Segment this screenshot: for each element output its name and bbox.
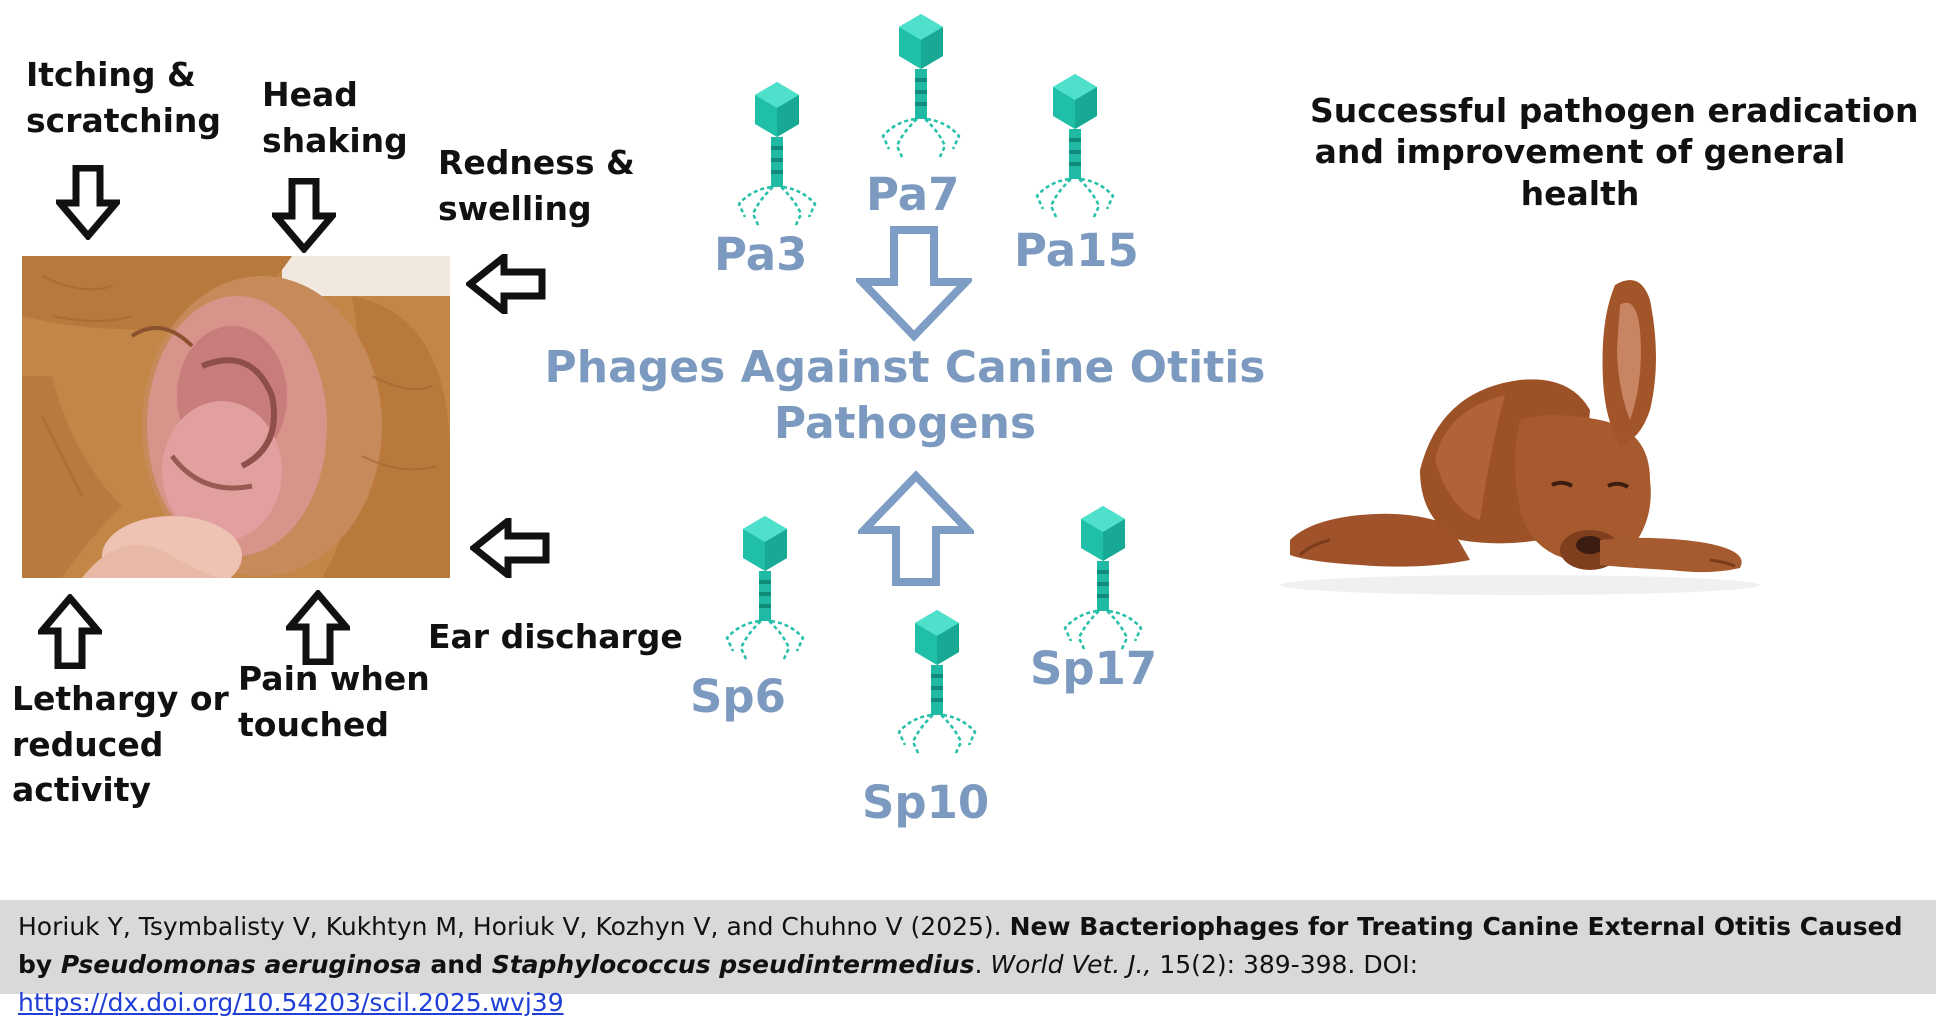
citation-bar: Horiuk Y, Tsymbalisty V, Kukhtyn M, Hori…: [0, 900, 1936, 1017]
symptom-head-shaking-label: Head shaking: [262, 75, 408, 160]
doi-link[interactable]: https://dx.doi.org/10.54203/scil.2025.wv…: [18, 988, 564, 1017]
citation-volume-pages: 15(2): 389-398. DOI:: [1159, 950, 1419, 979]
dog-illustration: [1280, 280, 1760, 595]
arrow-down-icon: [56, 165, 120, 240]
diagram: Itching & scratching Head shaking Rednes…: [12, 14, 1919, 829]
arrow-left-icon: [466, 254, 546, 314]
phage-label-sp17: Sp17: [1030, 642, 1158, 695]
center-title: Phages Against Canine Otitis Pathogens: [544, 342, 1266, 449]
citation-authors: Horiuk Y, Tsymbalisty V, Kukhtyn M, Hori…: [18, 912, 1002, 941]
citation-journal: World Vet. J.,: [990, 950, 1152, 979]
bacteriophage-icon: [897, 610, 977, 757]
symptom-ear-discharge-label: Ear discharge: [428, 617, 683, 656]
symptom-itching-label: Itching & scratching: [26, 55, 222, 140]
phage-label-sp10: Sp10: [862, 776, 990, 829]
arrow-left-icon: [470, 518, 550, 578]
citation-title: New Bacteriophages for Treating Canine E…: [18, 912, 1903, 979]
arrow-up-icon: [38, 594, 102, 669]
phage-label-pa15: Pa15: [1014, 224, 1139, 277]
bacteriophage-icon: [725, 516, 805, 663]
citation-species-2: Staphylococcus pseudintermedius: [491, 950, 975, 979]
phage-label-pa3: Pa3: [714, 228, 808, 281]
citation-species-1: Pseudomonas aeruginosa: [60, 950, 422, 979]
arrow-down-icon: [272, 178, 336, 253]
bacteriophage-icon: [737, 82, 817, 229]
result-text: Successful pathogen eradication and impr…: [1310, 91, 1919, 213]
hollow-arrow-up-icon: [858, 470, 974, 586]
dog-ear-photo: [22, 256, 450, 578]
symptom-lethargy-label: Lethargy or reduced activity: [12, 679, 229, 810]
phage-label-pa7: Pa7: [866, 168, 960, 221]
symptom-redness-label: Redness & swelling: [438, 143, 635, 228]
symptom-pain-label: Pain when touched: [238, 659, 430, 744]
hollow-arrow-down-icon: [856, 226, 972, 342]
citation-and: and: [430, 950, 483, 979]
phage-label-sp6: Sp6: [690, 670, 786, 723]
arrow-up-icon: [286, 590, 350, 665]
bacteriophage-icon: [881, 14, 961, 161]
bacteriophage-icon: [1035, 74, 1115, 221]
